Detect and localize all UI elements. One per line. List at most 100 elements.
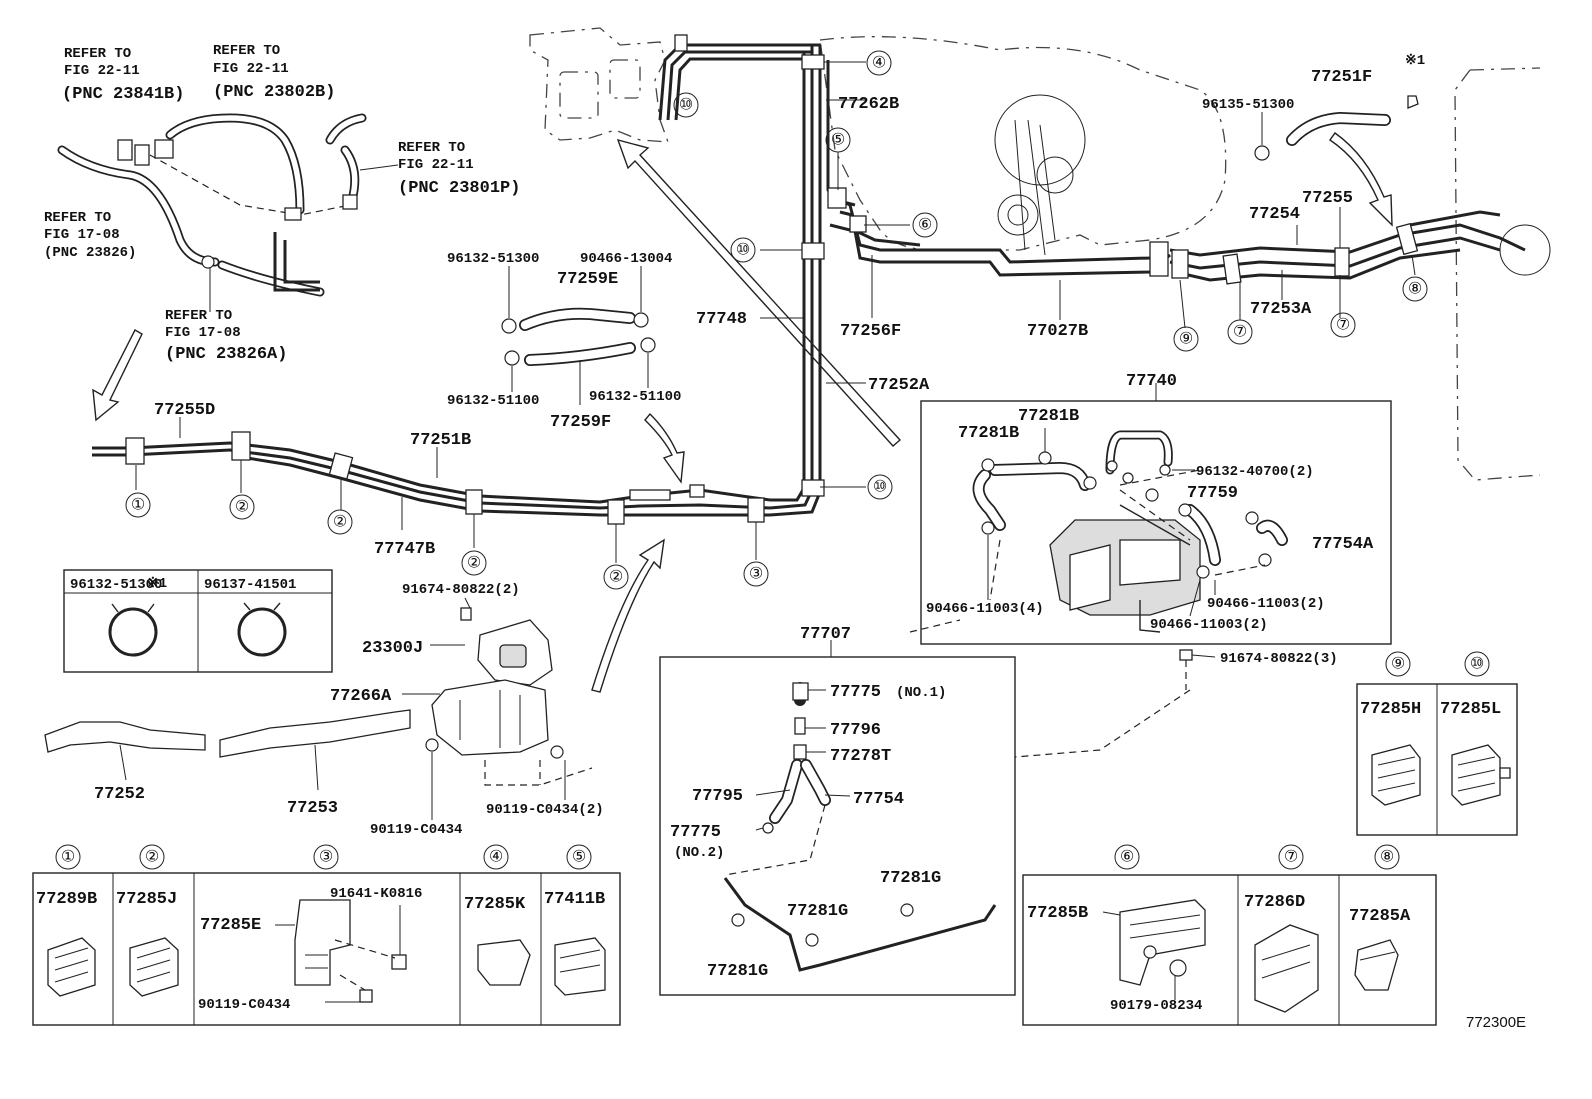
frame-outline-right xyxy=(1454,67,1541,481)
label-77759: 77759 xyxy=(1187,484,1238,503)
callout-10-mid: ⑩ xyxy=(736,242,750,259)
label-77253A: 77253A xyxy=(1250,300,1312,319)
label-77775-no2: 77775 xyxy=(670,823,721,842)
refer4-line3: (PNC 23826) xyxy=(44,245,136,261)
refer2-line3: (PNC 23802B) xyxy=(213,83,335,102)
callout-2a: ② xyxy=(235,499,249,516)
label-clamp-b: 96137-41501 xyxy=(204,577,296,593)
main-pipes xyxy=(92,43,1526,517)
refer2-line2: FIG 22-11 xyxy=(213,61,289,77)
legend-bolt-91641: 91641-K0816 xyxy=(330,886,422,902)
clamp-icon-b xyxy=(237,607,287,657)
bolt-91674-2 xyxy=(460,607,472,621)
clip-77285A-icon xyxy=(1354,939,1399,991)
refer5-line1: REFER TO xyxy=(165,308,232,324)
legend-left xyxy=(32,872,621,1026)
legend-num-2: ② xyxy=(145,849,159,866)
arrow-to-pipe xyxy=(644,412,685,484)
clamp-detail-box xyxy=(63,569,333,673)
vacuum-box xyxy=(659,619,1191,996)
callouts: ④ ⑩ ⑤ ⑥ ⑩ ⑩ ⑨ ⑦ ⑦ ⑧ ① ② ② ② ② ③ ① ② ③ ④ … xyxy=(55,50,1490,870)
label-90466-13004: 90466-13004 xyxy=(580,251,672,267)
legend-num-10: ⑩ xyxy=(1470,656,1484,673)
legend-nut-90179: 90179-08234 xyxy=(1110,998,1202,1014)
label-77266A: 77266A xyxy=(330,687,392,706)
clamp-77251F xyxy=(1407,95,1419,109)
legend-part-77285L: 77285L xyxy=(1440,700,1501,719)
label-77775-no1: 77775 xyxy=(830,683,881,702)
callout-5: ⑤ xyxy=(831,132,845,149)
label-77748: 77748 xyxy=(696,310,747,329)
canister-box xyxy=(920,383,1392,690)
label-77259E: 77259E xyxy=(557,270,618,289)
part-77775-no1 xyxy=(792,682,809,701)
refer3-line2: FIG 22-11 xyxy=(398,157,474,173)
refer3-line3: (PNC 23801P) xyxy=(398,179,520,198)
refer3-line1: REFER TO xyxy=(398,140,465,156)
label-no1: (NO.1) xyxy=(896,685,946,701)
label-77027B: 77027B xyxy=(1027,322,1088,341)
callout-4-top: ④ xyxy=(872,55,886,72)
label-77251B: 77251B xyxy=(410,431,471,450)
label-77281G-b: 77281G xyxy=(787,902,848,921)
label-90466-11003-2a: 90466-11003(2) xyxy=(1207,596,1325,612)
label-77795: 77795 xyxy=(692,787,743,806)
clamp-96132-51300 xyxy=(501,318,517,334)
clip-77285L-icon xyxy=(1451,744,1501,806)
refer4-line2: FIG 17-08 xyxy=(44,227,120,243)
label-77754: 77754 xyxy=(853,790,904,809)
callout-9: ⑨ xyxy=(1179,331,1193,348)
label-96135-51300: 96135-51300 xyxy=(1202,97,1294,113)
label-77281G-a: 77281G xyxy=(880,869,941,888)
callout-2d: ② xyxy=(609,569,623,586)
label-77255D: 77255D xyxy=(154,401,215,420)
label-96132-40700-2: 96132-40700(2) xyxy=(1196,464,1314,480)
callout-2b: ② xyxy=(333,514,347,531)
label-mark1-box: ※1 xyxy=(147,576,167,592)
bolt-91674-3 xyxy=(1179,649,1193,661)
legend-small xyxy=(1356,683,1518,836)
legend-num-9: ⑨ xyxy=(1391,656,1405,673)
refer5-line3: (PNC 23826A) xyxy=(165,345,287,364)
legend-part-77285J: 77285J xyxy=(116,890,177,909)
legend-part-77285K: 77285K xyxy=(464,895,526,914)
label-77251F: 77251F xyxy=(1311,68,1372,87)
clamp-refer xyxy=(201,255,215,269)
label-96132-51100b: 96132-51100 xyxy=(589,389,681,405)
legend-screw-90119: 90119-C0434 xyxy=(198,997,290,1013)
label-96132-51100a: 96132-51100 xyxy=(447,393,539,409)
label-77796: 77796 xyxy=(830,721,881,740)
legend-right xyxy=(1022,874,1437,1026)
label-no2: (NO.2) xyxy=(674,845,724,861)
label-90466-11003-2b: 90466-11003(2) xyxy=(1150,617,1268,633)
arrow-down-left xyxy=(92,329,143,422)
label-mark1-top: ※1 xyxy=(1405,53,1425,69)
part-77278T xyxy=(793,744,807,760)
rail-77253 xyxy=(219,709,411,758)
clip-77285B-icon xyxy=(1119,899,1206,986)
arrow-to-frame xyxy=(1329,132,1393,227)
arrow-diagonal xyxy=(616,138,902,447)
clip-77285E-icon xyxy=(294,899,351,986)
clip-77285J-icon xyxy=(129,937,179,997)
clip-77289B-icon xyxy=(47,937,96,997)
label-77281G-c: 77281G xyxy=(707,962,768,981)
label-77754A: 77754A xyxy=(1312,535,1374,554)
callout-10-top: ⑩ xyxy=(679,97,693,114)
connector-a xyxy=(117,139,133,161)
clamp-96132-51100a xyxy=(504,350,520,366)
clamp-icon-a xyxy=(108,607,158,657)
label-77740: 77740 xyxy=(1126,372,1177,391)
legend-part-77411B: 77411B xyxy=(544,890,605,909)
clip-77285H-icon xyxy=(1371,744,1421,806)
legend-num-7: ⑦ xyxy=(1284,849,1298,866)
clip-77285K-icon xyxy=(477,939,531,986)
label-96132-51300: 96132-51300 xyxy=(447,251,539,267)
arrow-up-right xyxy=(591,538,665,693)
label-clamp-a: 96132-51300 xyxy=(70,577,162,593)
legend-part-77285E: 77285E xyxy=(200,916,261,935)
refer1-line3: (PNC 23841B) xyxy=(62,85,184,104)
figure-id: 772300E xyxy=(1466,1014,1526,1031)
legend-num-4: ④ xyxy=(489,849,503,866)
